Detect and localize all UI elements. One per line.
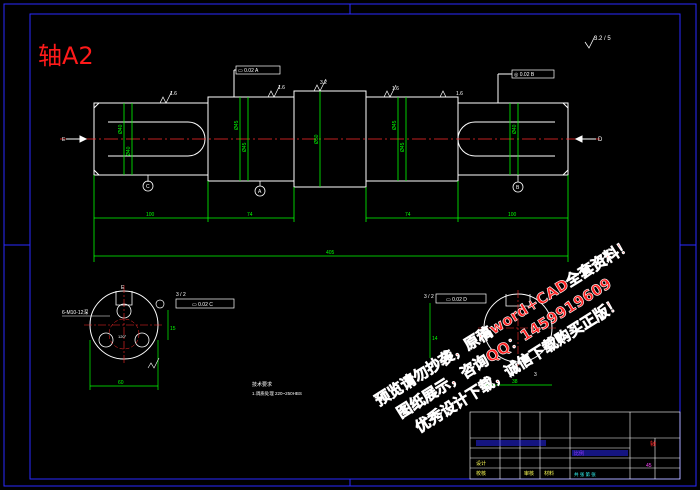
dim-label: 100 — [508, 212, 517, 218]
dia-label: Ø45 — [242, 142, 248, 152]
section-left: E 6-M10-12深 120° ▭ 0.02 C 3 / 2 60 15 — [62, 285, 235, 390]
watermark: 预览请勿抄袭，原稿word+CAD全套资料！ 图纸展示，咨询QQ：1459919… — [371, 235, 635, 437]
svg-text:▭ 0.02 D: ▭ 0.02 D — [446, 297, 467, 303]
svg-text:14: 14 — [432, 336, 438, 342]
svg-text:校核: 校核 — [476, 470, 486, 477]
svg-text:◎ 0.02 B: ◎ 0.02 B — [514, 72, 535, 78]
dia-label: Ø45 — [234, 120, 240, 130]
inner-frame — [29, 13, 681, 480]
dia-label: Ø45 — [400, 142, 406, 152]
outer-frame — [3, 3, 697, 487]
section-right: ▭ 0.02 D 3 / 2 14 38 3 — [424, 290, 558, 386]
dia-label: Ø50 — [314, 134, 320, 144]
svg-text:E: E — [121, 285, 125, 291]
tolerance-frame-left: ▭ 0.02 A — [233, 65, 281, 97]
svg-text:1.6: 1.6 — [456, 91, 463, 97]
svg-text:3: 3 — [534, 372, 537, 378]
dim-label: 74 — [247, 212, 253, 218]
svg-text:C: C — [146, 184, 150, 190]
svg-text:3 / 2: 3 / 2 — [424, 294, 434, 300]
tech-notes-line: 1.调质处理 220~250HBS — [252, 390, 302, 397]
dim-label: 405 — [326, 250, 335, 256]
svg-text:6-M10-12深: 6-M10-12深 — [62, 309, 88, 316]
dia-label: Ø40 — [118, 124, 124, 134]
svg-text:45: 45 — [646, 463, 652, 469]
dimension-labels: 100 74 74 100 405 — [146, 212, 517, 256]
svg-text:D: D — [598, 137, 603, 143]
svg-text:1.6: 1.6 — [392, 86, 399, 92]
svg-text:材料: 材料 — [544, 470, 554, 477]
svg-text:A: A — [258, 189, 262, 195]
svg-text:3.2: 3.2 — [320, 80, 327, 86]
svg-text:1.6: 1.6 — [170, 91, 177, 97]
svg-text:▭ 0.02 A: ▭ 0.02 A — [238, 68, 259, 74]
dia-label: Ø45 — [392, 120, 398, 130]
svg-text:3.2 / 5: 3.2 / 5 — [594, 36, 611, 42]
drawing-title: 轴A2 — [38, 42, 94, 70]
svg-text:120°: 120° — [118, 334, 127, 339]
svg-text:3 / 2: 3 / 2 — [176, 292, 186, 298]
tolerance-frame-right: ◎ 0.02 B — [497, 69, 555, 103]
dim-label: 100 — [146, 212, 155, 218]
dia-label: Ø40 — [126, 146, 132, 156]
roughness-icon-top: 3.2 / 5 — [584, 35, 611, 49]
svg-text:15: 15 — [170, 326, 176, 332]
svg-text:设计: 设计 — [476, 460, 486, 467]
svg-text:共 张 第 张: 共 张 第 张 — [574, 471, 596, 478]
svg-text:审核: 审核 — [524, 470, 534, 477]
dia-label: Ø40 — [512, 124, 518, 134]
svg-text:E: E — [62, 137, 66, 143]
dim-label: 74 — [405, 212, 411, 218]
svg-text:38: 38 — [512, 379, 518, 385]
title-block-name: 轴 — [650, 440, 656, 448]
dimension-lines — [93, 175, 569, 262]
svg-text:B: B — [516, 185, 520, 191]
svg-text:▭ 0.02 C: ▭ 0.02 C — [192, 302, 213, 308]
svg-text:60: 60 — [118, 380, 124, 386]
tech-notes-heading: 技术要求 — [252, 381, 272, 388]
diameter-labels: Ø40 Ø40 Ø45 Ø45 Ø50 Ø45 Ø45 Ø40 — [118, 120, 518, 156]
title-block — [469, 411, 681, 480]
svg-text:1.6: 1.6 — [278, 85, 285, 91]
